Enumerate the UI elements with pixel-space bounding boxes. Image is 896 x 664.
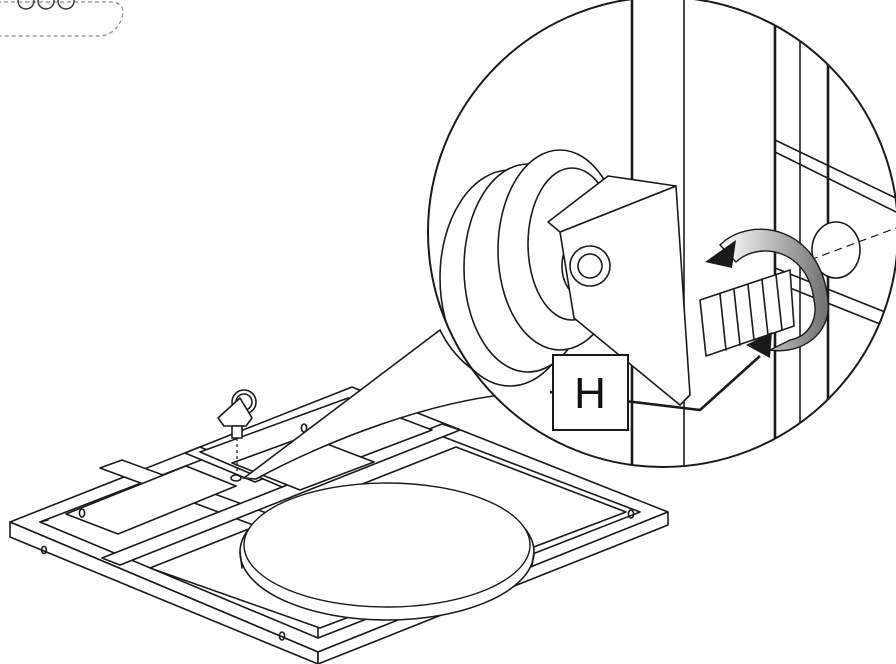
compartment-left bbox=[65, 465, 237, 535]
turntable-ring bbox=[239, 482, 535, 621]
detail-magnifier bbox=[427, 0, 896, 468]
base-frame bbox=[9, 386, 669, 664]
caster-mount-hole bbox=[230, 474, 242, 482]
hole-5 bbox=[627, 509, 635, 519]
hole-3 bbox=[40, 545, 48, 555]
part-label-h: H bbox=[552, 354, 629, 431]
rotate-arrow-icon bbox=[705, 228, 829, 358]
frame-left-edge bbox=[9, 521, 319, 664]
hole-2 bbox=[78, 508, 86, 518]
part-label-text: H bbox=[574, 369, 606, 418]
shelf bbox=[231, 435, 375, 491]
hole-4 bbox=[278, 631, 286, 641]
swivel-caster-icon bbox=[217, 389, 257, 472]
step-badge-icon bbox=[0, 0, 124, 37]
threaded-stem-icon bbox=[699, 269, 795, 357]
